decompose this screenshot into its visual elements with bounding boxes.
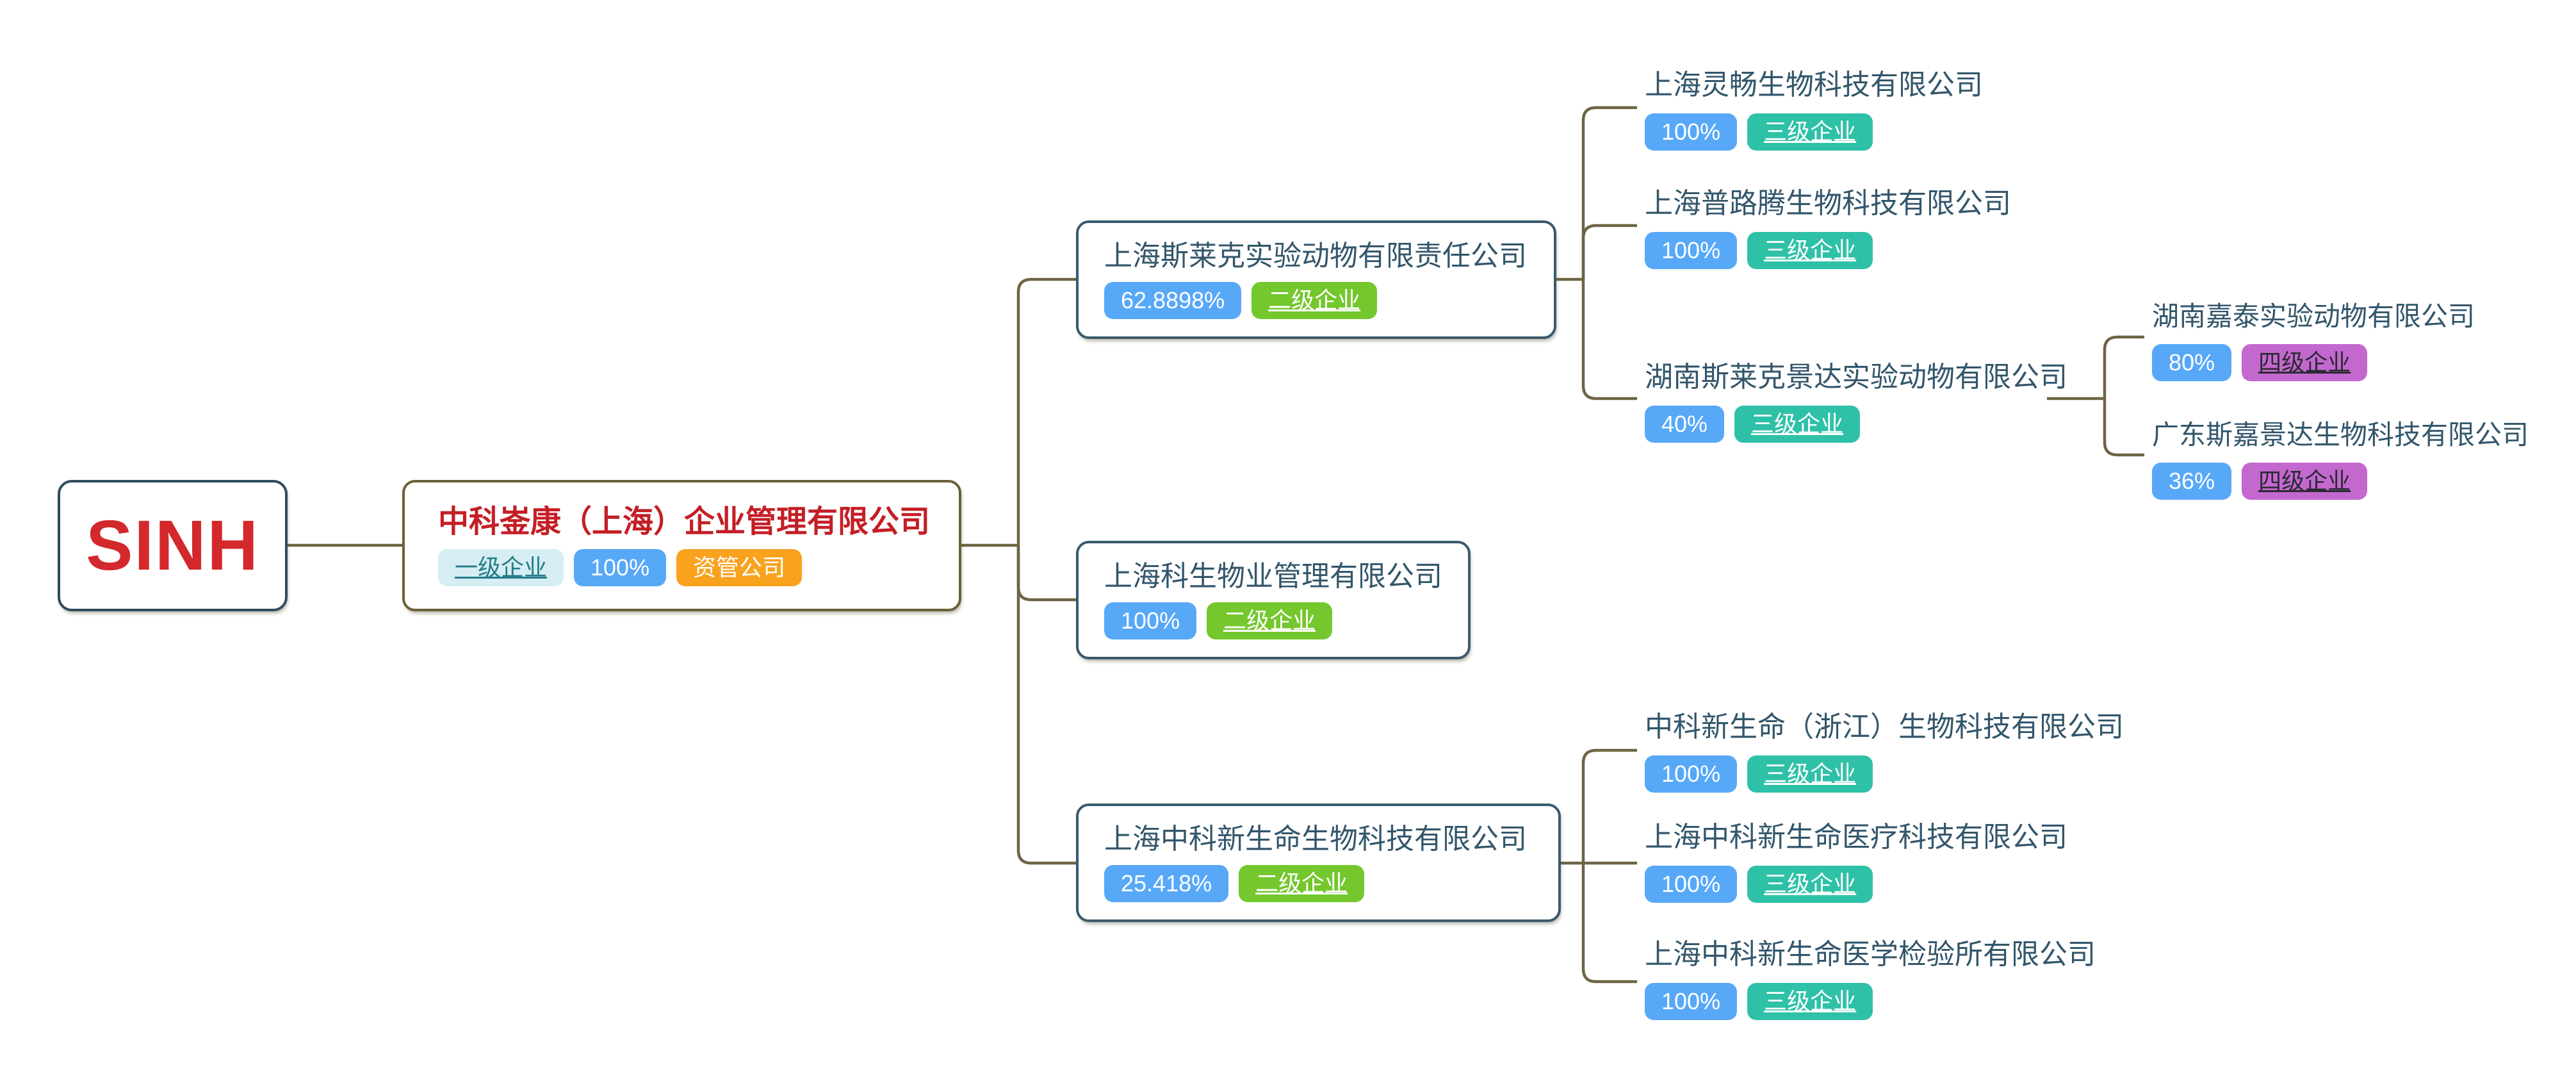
- badge-row: 25.418% 二级企业: [1104, 865, 1558, 903]
- level-badge[interactable]: 四级企业: [2242, 463, 2368, 500]
- company-name: 上海普路腾生物科技有限公司: [1645, 188, 2011, 219]
- badge-row: 36% 四级企业: [2152, 463, 2529, 500]
- level-badge[interactable]: 三级企业: [1734, 406, 1861, 443]
- company-name: 上海科生物业管理有限公司: [1104, 560, 1442, 592]
- org-node-l3-aplife-zhejiang[interactable]: 中科新生命（浙江）生物科技有限公司 100% 三级企业: [1645, 711, 2124, 793]
- level-badge[interactable]: 二级企业: [1251, 282, 1378, 320]
- level-badge[interactable]: 三级企业: [1747, 755, 1873, 793]
- ownership-badge: 100%: [574, 549, 667, 587]
- org-node-root-sinh[interactable]: SINH: [58, 480, 288, 611]
- org-node-l3-lingchang[interactable]: 上海灵畅生物科技有限公司 100% 三级企业: [1645, 69, 1983, 151]
- level-badge[interactable]: 二级企业: [1207, 602, 1333, 640]
- level-badge[interactable]: 三级企业: [1747, 983, 1873, 1021]
- ownership-badge: 36%: [2152, 463, 2232, 500]
- badge-row: 100% 三级企业: [1645, 866, 2067, 903]
- org-node-l2-kesheng-property[interactable]: 上海科生物业管理有限公司 100% 二级企业: [1076, 541, 1471, 659]
- ownership-badge: 62.8898%: [1104, 282, 1242, 320]
- badge-row: 100% 三级企业: [1645, 983, 2096, 1021]
- edge-l2c-l3c1: [1581, 748, 1637, 863]
- company-name: 上海斯莱克实验动物有限责任公司: [1104, 240, 1527, 272]
- org-node-l2-slac[interactable]: 上海斯莱克实验动物有限责任公司 62.8898% 二级企业: [1076, 220, 1556, 339]
- level-badge[interactable]: 四级企业: [2242, 344, 2368, 382]
- ownership-badge: 40%: [1645, 406, 1725, 443]
- company-name: 湖南嘉泰实验动物有限公司: [2152, 301, 2475, 331]
- org-node-l3-aplife-medical[interactable]: 上海中科新生命医疗科技有限公司 100% 三级企业: [1645, 821, 2067, 903]
- level-badge[interactable]: 一级企业: [438, 549, 564, 587]
- edge-l1-l2c: [1016, 545, 1076, 865]
- root-label: SINH: [86, 506, 259, 585]
- org-node-l3-puluteng[interactable]: 上海普路腾生物科技有限公司 100% 三级企业: [1645, 188, 2011, 270]
- edge-l1-l2b: [1016, 545, 1076, 602]
- level-badge[interactable]: 三级企业: [1747, 866, 1873, 903]
- edge-l3a3-l4a: [2103, 335, 2144, 399]
- org-node-l4-guangdong-sijiajingda[interactable]: 广东斯嘉景达生物科技有限公司 36% 四级企业: [2152, 420, 2529, 500]
- ownership-badge: 100%: [1645, 755, 1738, 793]
- badge-row: 62.8898% 二级企业: [1104, 282, 1554, 320]
- company-name: 中科新生命（浙江）生物科技有限公司: [1645, 711, 2124, 743]
- company-name: 上海中科新生命医疗科技有限公司: [1645, 821, 2067, 853]
- badge-row: 100% 三级企业: [1645, 755, 2124, 793]
- org-node-l3-hunan-slac-jingda[interactable]: 湖南斯莱克景达实验动物有限公司 40% 三级企业: [1645, 361, 2067, 443]
- org-node-l2-aplife[interactable]: 上海中科新生命生物科技有限公司 25.418% 二级企业: [1076, 804, 1561, 922]
- badge-row: 100% 二级企业: [1104, 602, 1468, 640]
- level-badge[interactable]: 三级企业: [1747, 232, 1873, 270]
- level-badge[interactable]: 二级企业: [1239, 865, 1365, 903]
- org-node-l4-hunan-jiatai[interactable]: 湖南嘉泰实验动物有限公司 80% 四级企业: [2152, 301, 2475, 382]
- edge-l2a-l3a3: [1581, 279, 1637, 400]
- level-badge[interactable]: 三级企业: [1747, 113, 1873, 151]
- ownership-badge: 100%: [1645, 232, 1738, 270]
- company-name: 上海灵畅生物科技有限公司: [1645, 69, 1983, 101]
- company-name: 中科崟康（上海）企业管理有限公司: [438, 504, 931, 539]
- ownership-badge: 80%: [2152, 344, 2232, 382]
- ownership-badge: 25.418%: [1104, 865, 1229, 903]
- company-name: 上海中科新生命医学检验所有限公司: [1645, 939, 2096, 970]
- badge-row: 100% 三级企业: [1645, 113, 1983, 151]
- company-name: 上海中科新生命生物科技有限公司: [1104, 823, 1527, 855]
- org-node-l3-aplife-lab[interactable]: 上海中科新生命医学检验所有限公司 100% 三级企业: [1645, 939, 2096, 1021]
- edge-l2a-l3a2: [1581, 224, 1637, 279]
- badge-row: 100% 三级企业: [1645, 232, 2011, 270]
- edge-l2a-l3a1: [1581, 106, 1637, 279]
- edge-l1-l2a: [1016, 277, 1076, 545]
- edge-l2c-l3c3: [1581, 863, 1637, 984]
- ownership-badge: 100%: [1104, 602, 1197, 640]
- badge-row: 一级企业 100% 资管公司: [438, 549, 959, 587]
- company-name: 湖南斯莱克景达实验动物有限公司: [1645, 361, 2067, 393]
- badge-row: 40% 三级企业: [1645, 406, 2067, 443]
- ownership-badge: 100%: [1645, 983, 1738, 1021]
- type-badge: 资管公司: [676, 549, 803, 587]
- badge-row: 80% 四级企业: [2152, 344, 2475, 382]
- ownership-badge: 100%: [1645, 113, 1738, 151]
- edge-l3a3-l4b: [2103, 399, 2144, 457]
- org-node-l1-zhongke-yinkang[interactable]: 中科崟康（上海）企业管理有限公司 一级企业 100% 资管公司: [402, 480, 961, 611]
- ownership-badge: 100%: [1645, 866, 1738, 903]
- company-name: 广东斯嘉景达生物科技有限公司: [2152, 420, 2529, 450]
